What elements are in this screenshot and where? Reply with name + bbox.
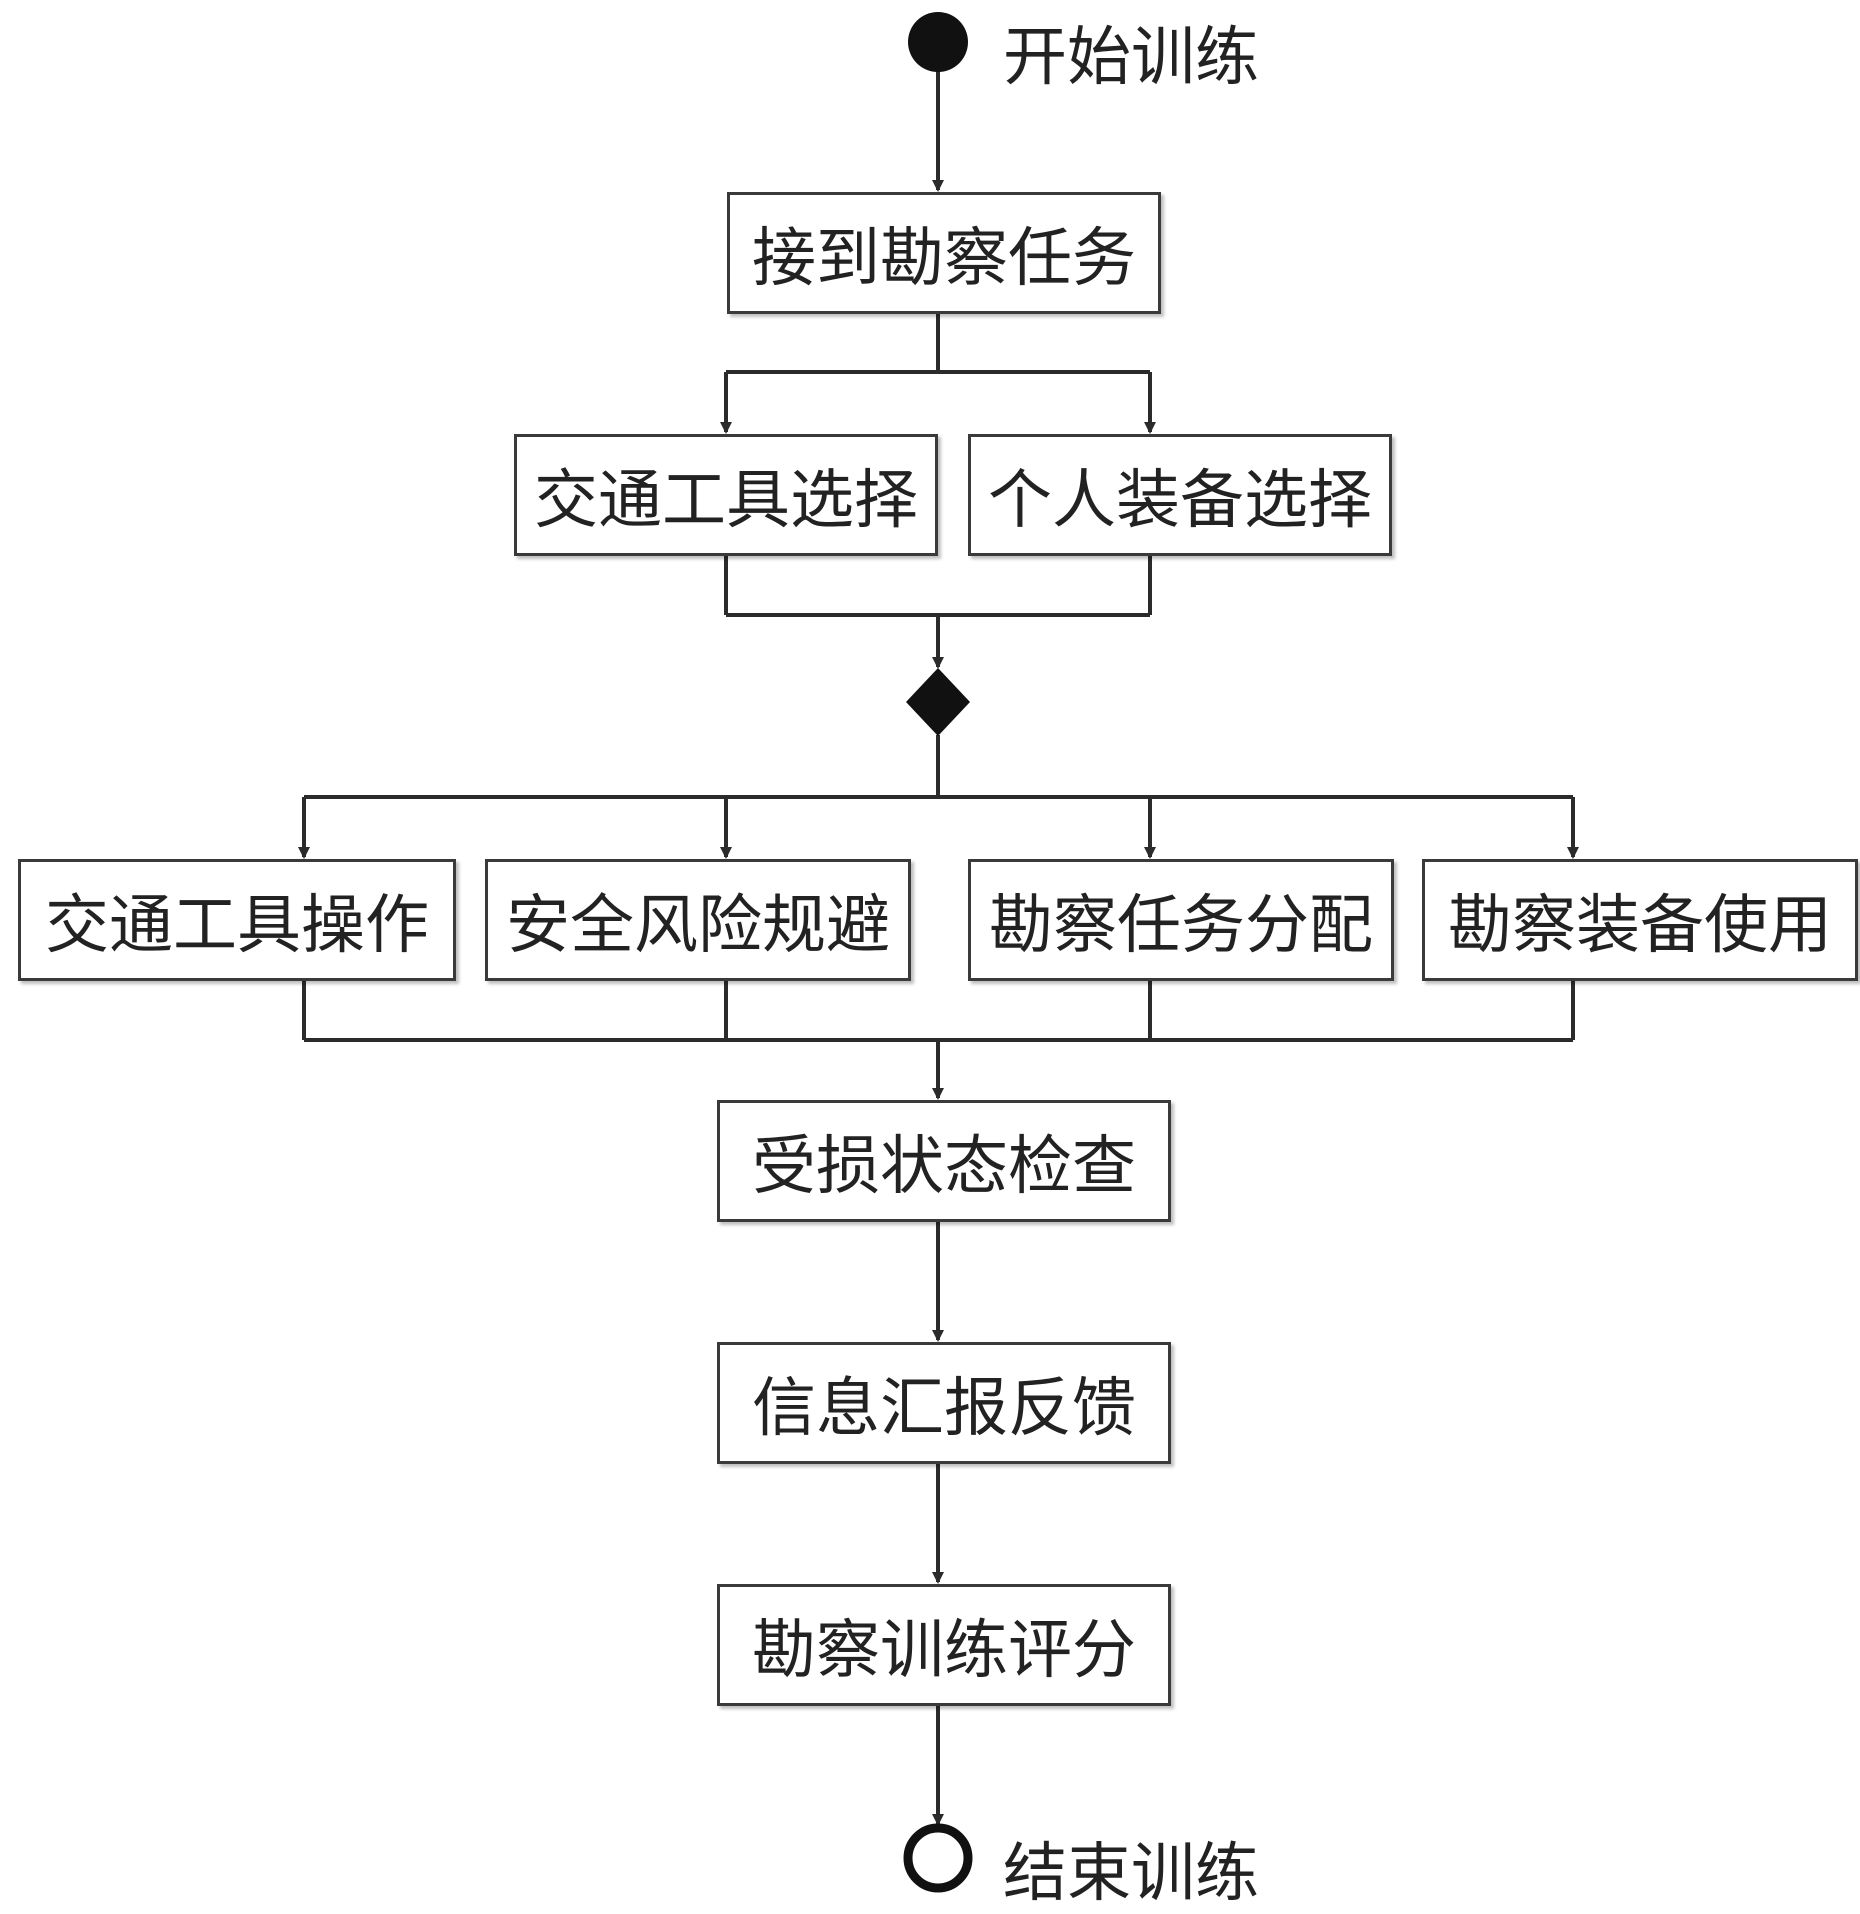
decision-node	[906, 668, 970, 736]
end-label: 结束训练	[1003, 1837, 1259, 1911]
step-equipment-use: 勘察装备使用	[1422, 859, 1858, 981]
step-damage-check: 受损状态检查	[717, 1100, 1171, 1222]
step-receive-task: 接到勘察任务	[727, 192, 1161, 314]
step-equipment-select: 个人装备选择	[968, 434, 1392, 556]
step-vehicle-select: 交通工具选择	[514, 434, 938, 556]
start-node	[908, 12, 968, 72]
end-node	[903, 1823, 973, 1893]
step-vehicle-operate: 交通工具操作	[18, 859, 456, 981]
step-training-score: 勘察训练评分	[717, 1584, 1171, 1706]
start-label: 开始训练	[1003, 21, 1259, 95]
step-report-feedback: 信息汇报反馈	[717, 1342, 1171, 1464]
step-task-assign: 勘察任务分配	[968, 859, 1394, 981]
step-risk-avoid: 安全风险规避	[485, 859, 911, 981]
